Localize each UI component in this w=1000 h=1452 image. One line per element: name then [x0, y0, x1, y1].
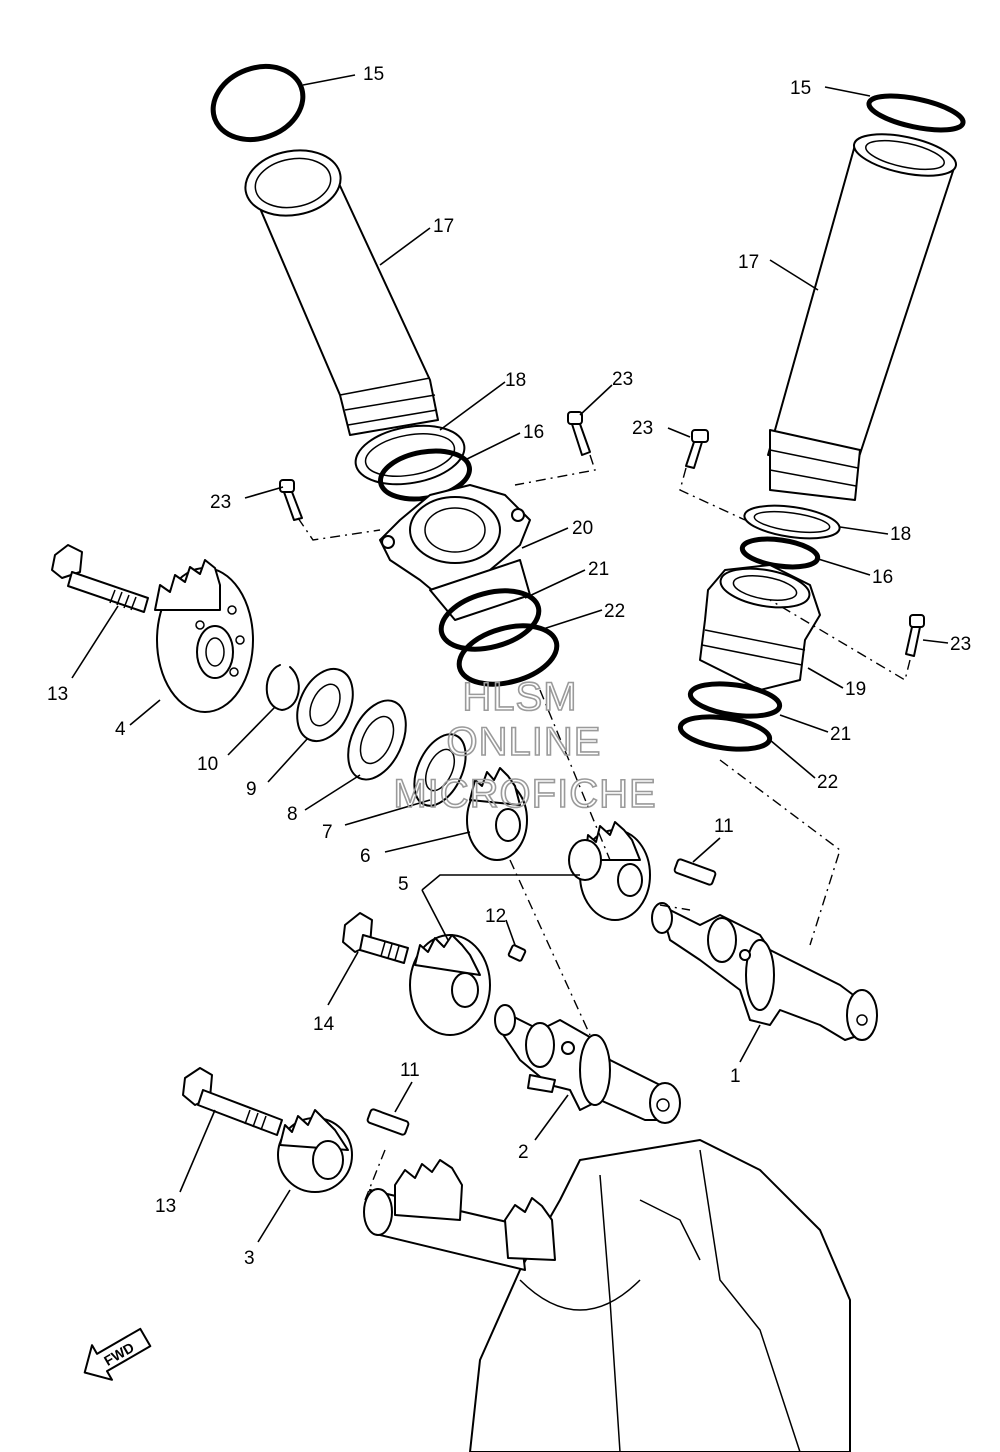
callout-8: 8: [287, 804, 298, 825]
key-11-lower: [366, 1108, 410, 1136]
gear-3: [277, 1109, 353, 1193]
callout-15-left: 15: [363, 64, 384, 85]
o-ring-21-right: [687, 681, 783, 719]
bolt-23-right-upper: [685, 429, 709, 469]
callouts: 15 15 17 17 18 23 16 23 23 18 20 16 21 2…: [47, 64, 971, 1269]
callout-18-right: 18: [890, 524, 911, 545]
callout-21-right: 21: [830, 724, 851, 745]
gear-train: [51, 544, 717, 1193]
right-tube-assembly: [677, 93, 966, 752]
callout-23-upper: 23: [612, 369, 633, 390]
callout-2: 2: [518, 1142, 529, 1163]
callout-7: 7: [322, 822, 333, 843]
bolt-23-right-lower: [905, 614, 925, 657]
callout-14: 14: [313, 1014, 335, 1035]
washer-9: [296, 667, 354, 743]
callout-17-right: 17: [738, 252, 759, 273]
washer-8: [347, 699, 407, 781]
bolt-14: [342, 912, 409, 964]
callout-17-left: 17: [433, 216, 454, 237]
gear-5-right: [568, 821, 651, 921]
crankshaft-assembly: [363, 1139, 851, 1452]
callout-22-left: 22: [604, 601, 625, 622]
o-ring-22-left: [456, 623, 560, 687]
callout-13-upper: 13: [47, 684, 68, 705]
callout-15-right: 15: [790, 78, 811, 99]
callout-23-right-lower: 23: [950, 634, 971, 655]
callout-20: 20: [572, 518, 593, 539]
circlip-10: [265, 664, 300, 711]
o-ring-15-right: [866, 93, 966, 133]
callout-18-left: 18: [505, 370, 526, 391]
callout-16-right: 16: [872, 567, 893, 588]
gear-6: [466, 767, 528, 861]
bolt-13-lower: [182, 1067, 283, 1136]
bolt-23-upper: [567, 411, 591, 456]
o-ring-16-right: [739, 536, 821, 570]
leader-lines: [71, 74, 949, 1243]
alignment-lines: [297, 454, 911, 1201]
callout-6: 6: [360, 846, 371, 867]
o-ring-21-left: [438, 588, 542, 652]
spring-7: [413, 733, 467, 807]
o-ring-15-left: [210, 64, 306, 142]
callout-10: 10: [197, 754, 218, 775]
gear-4: [154, 559, 254, 713]
callout-19: 19: [845, 679, 866, 700]
callout-1: 1: [730, 1066, 741, 1087]
gear-5-left: [409, 934, 491, 1036]
callout-13-lower: 13: [155, 1196, 176, 1217]
callout-11-upper: 11: [714, 816, 734, 837]
bolt-13-upper: [51, 544, 149, 613]
key-11-upper: [673, 858, 717, 886]
callout-22-right: 22: [817, 772, 838, 793]
callout-12: 12: [485, 906, 506, 927]
gasket-18-right: [743, 504, 841, 540]
o-ring-22-right: [677, 714, 773, 752]
callout-9: 9: [246, 779, 257, 800]
callout-5: 5: [398, 874, 409, 895]
pin-12: [507, 944, 527, 962]
callout-23-right-upper: 23: [632, 418, 653, 439]
callout-4: 4: [115, 719, 126, 740]
callout-3: 3: [244, 1248, 255, 1269]
callout-16-left: 16: [523, 422, 544, 443]
watermark-line-3: MICROFICHE: [393, 772, 656, 816]
camshaft-1: [651, 902, 878, 1041]
bolt-23-left: [279, 479, 303, 521]
tube-17-right: [767, 144, 956, 461]
callout-11-lower: 11: [400, 1060, 420, 1081]
callout-21-left: 21: [588, 559, 609, 580]
fwd-arrow-icon: FWD: [83, 1327, 152, 1381]
watermark: HLSM ONLINE MICROFICHE: [393, 674, 657, 817]
watermark-line-2: ONLINE: [447, 720, 602, 764]
camshaft-2: [494, 1004, 681, 1124]
watermark-line-1: HLSM: [462, 675, 577, 719]
callout-23-left: 23: [210, 492, 231, 513]
left-tube-assembly: [210, 64, 591, 687]
